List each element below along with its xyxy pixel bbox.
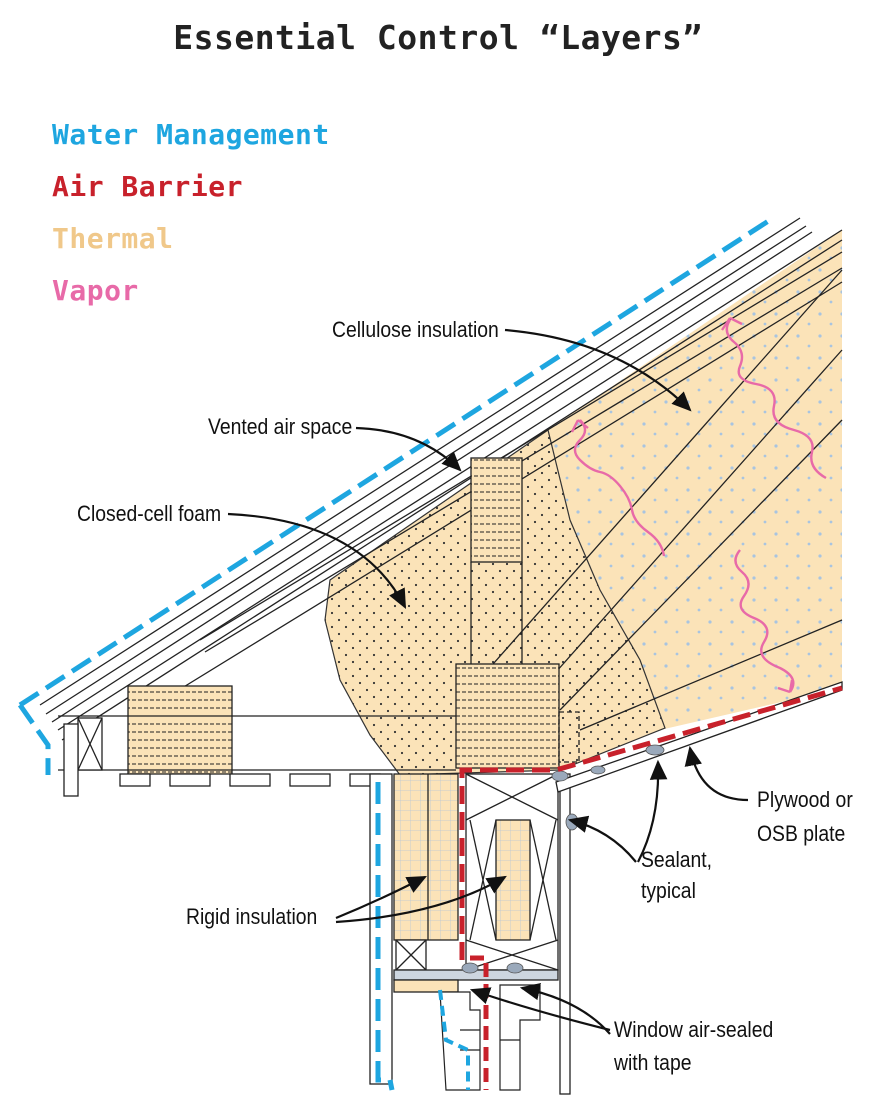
rigid-arrow-1 (335, 875, 427, 920)
diagram-title: Essential Control “Layers” (173, 18, 703, 57)
sealant-arrow-2 (637, 759, 668, 863)
vapor-arrows (570, 316, 827, 694)
legend-air-barrier: Air Barrier (52, 170, 243, 203)
label-plywood-line1: Plywood or (757, 787, 853, 812)
closed-cell-arrow (227, 512, 407, 609)
callout-arrows (227, 328, 749, 1035)
label-closed-cell-foam: Closed-cell foam (77, 501, 222, 526)
label-window-line2: with tape (614, 1050, 692, 1075)
vented-arrow (355, 426, 462, 472)
label-sealant-line1: Sealant, (641, 847, 713, 872)
plywood-arrow (684, 745, 749, 802)
cellulose-arrow (504, 328, 692, 412)
label-plywood-line2: OSB plate (757, 821, 846, 846)
rigid-arrow-2 (335, 875, 507, 924)
legend-vapor: Vapor (52, 274, 139, 307)
legend-water-management: Water Management (52, 118, 330, 151)
label-vented-air-space: Vented air space (208, 414, 353, 439)
water-management-line (17, 217, 772, 1091)
sealant-arrow-1 (567, 815, 637, 863)
air-barrier-line (459, 685, 843, 960)
legend-thermal: Thermal (52, 222, 174, 255)
window-arrow-1 (469, 987, 611, 1032)
label-sealant-line2: typical (641, 878, 696, 903)
label-window-line1: Window air-sealed (614, 1017, 774, 1042)
label-rigid-insulation: Rigid insulation (186, 904, 318, 929)
label-cellulose-insulation: Cellulose insulation (332, 317, 499, 342)
window-arrow-2 (519, 982, 611, 1035)
